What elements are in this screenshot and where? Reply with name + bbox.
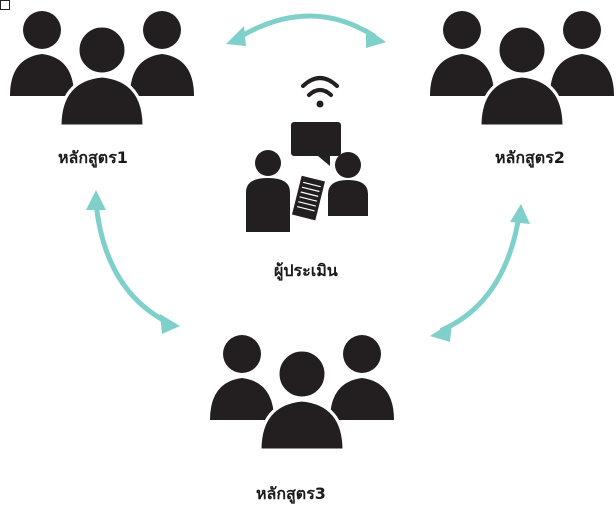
arrowhead-3b [430, 322, 452, 342]
arrowhead-2b [160, 314, 180, 334]
arrowhead-3a [510, 204, 530, 224]
group-label-2: หลักสูตร2 [495, 148, 565, 167]
wifi-icon [301, 76, 339, 108]
people-group-icon [430, 11, 614, 128]
arrow-group2-group3 [439, 213, 522, 333]
group-label-1: หลักสูตร1 [58, 148, 128, 167]
arrowhead-1a [226, 26, 246, 46]
evaluator-label: ผู้ประเมิน [274, 261, 338, 280]
arrowheads [86, 26, 530, 342]
people-group-icon [210, 335, 394, 452]
interview-icon [246, 122, 368, 232]
people-group-icon [10, 11, 194, 128]
arrow-group1-group3 [93, 200, 170, 325]
arrow-group1-group2 [235, 13, 377, 41]
arrowhead-2a [86, 190, 106, 210]
arrowhead-1b [366, 28, 386, 48]
group-label-3: หลักสูตร3 [256, 484, 326, 503]
corner-checkbox [0, 0, 10, 10]
